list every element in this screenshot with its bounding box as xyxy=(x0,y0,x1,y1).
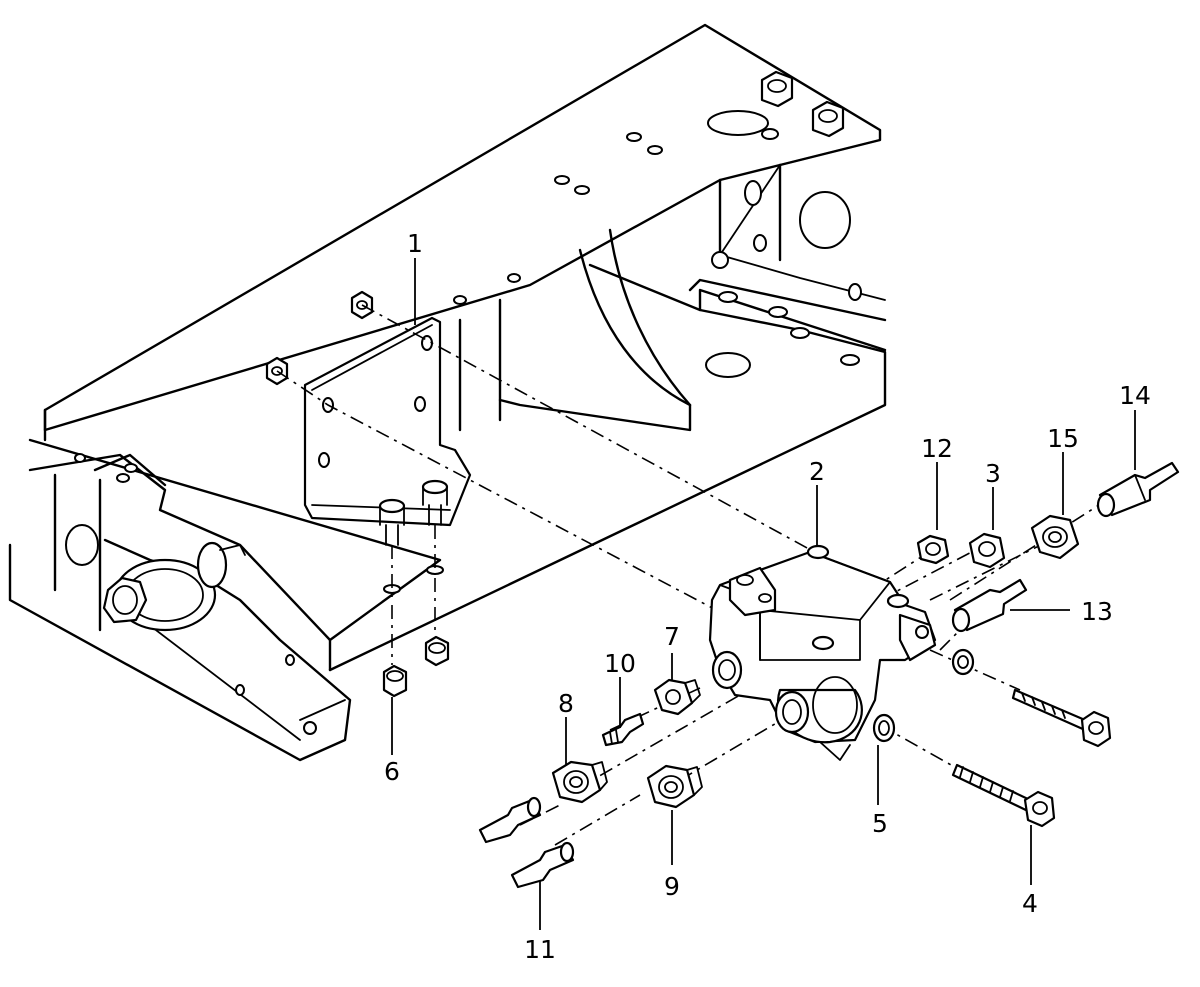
leader-lines xyxy=(391,258,1136,930)
callout-13: 13 xyxy=(1081,597,1113,626)
push-fitting-13 xyxy=(951,578,1028,633)
callout-4: 4 xyxy=(1022,889,1038,918)
washer-upper xyxy=(951,648,975,676)
push-fitting-14 xyxy=(1096,461,1180,518)
push-fitting-8b xyxy=(478,796,542,844)
frame-nut-2 xyxy=(811,100,845,138)
fitting-10 xyxy=(601,712,645,747)
hex-nut-6a xyxy=(382,664,408,698)
callout-10: 10 xyxy=(604,649,636,678)
frame-nut-1 xyxy=(760,70,794,108)
washer-5 xyxy=(872,713,896,743)
chassis-frame xyxy=(28,23,887,672)
callout-7: 7 xyxy=(664,622,680,651)
callout-9: 9 xyxy=(664,872,680,901)
callout-1: 1 xyxy=(407,229,423,258)
adapter-8 xyxy=(551,760,608,804)
plug-12 xyxy=(916,534,950,565)
fitting-7 xyxy=(653,678,701,716)
callout-11: 11 xyxy=(524,935,556,964)
callout-8: 8 xyxy=(558,689,574,718)
adapter-15 xyxy=(1030,514,1080,560)
push-fitting-11 xyxy=(510,841,575,889)
callouts: 1 2 3 4 5 6 7 8 9 10 11 12 13 14 15 xyxy=(384,229,1151,964)
hex-nut-6b xyxy=(424,635,450,667)
relay-valve xyxy=(708,544,937,761)
mounting-bracket xyxy=(303,316,472,546)
callout-2: 2 xyxy=(809,457,825,486)
callout-6: 6 xyxy=(384,757,400,786)
bolt-4 xyxy=(951,763,1056,828)
callout-14: 14 xyxy=(1119,381,1151,410)
assembly-lines xyxy=(276,304,1111,846)
spring-hanger xyxy=(8,453,352,762)
callout-12: 12 xyxy=(921,434,953,463)
adapter-9 xyxy=(646,764,703,809)
callout-3: 3 xyxy=(985,459,1001,488)
bolt-upper xyxy=(1011,688,1112,748)
callout-5: 5 xyxy=(872,809,888,838)
fitting-3 xyxy=(968,532,1006,569)
callout-15: 15 xyxy=(1047,424,1079,453)
